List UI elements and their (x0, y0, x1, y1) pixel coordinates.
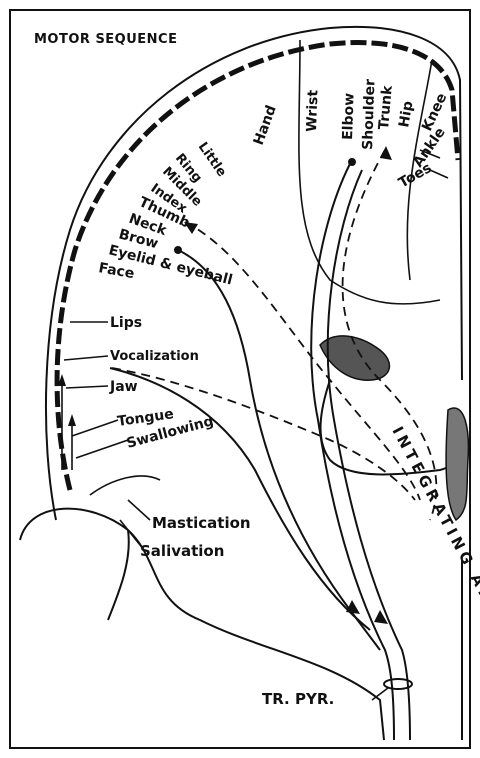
label-mastication: Mastication (152, 514, 251, 532)
label-elbow: Elbow (340, 93, 358, 141)
sylvian-edge (108, 530, 129, 620)
leader-vocalization (64, 356, 108, 360)
label-hip: Hip (396, 100, 416, 129)
ventricle-lower (446, 408, 468, 520)
tract-origin-dot-face (174, 246, 182, 254)
leader-mastication (128, 500, 150, 520)
label-vocalization: Vocalization (110, 349, 199, 364)
pyramidal-tract-b (328, 170, 410, 740)
leader-tongue (72, 420, 118, 436)
insula-line (90, 476, 160, 495)
tract-from-face (178, 250, 380, 650)
label-lips: Lips (110, 315, 142, 331)
label-salivation: Salivation (140, 542, 224, 560)
leader-jaw (66, 386, 108, 388)
label-jaw: Jaw (109, 379, 138, 395)
pyramidal-tract-a (311, 160, 394, 740)
label-hand: Hand (251, 103, 280, 147)
leader-tr-pyr (372, 688, 388, 700)
label-tr-pyr: TR. PYR. (262, 690, 334, 708)
leader-salivation (120, 520, 140, 545)
dash-arrow-toes (380, 146, 392, 160)
tract-origin-dot (348, 158, 356, 166)
label-wrist: Wrist (304, 89, 321, 132)
label-trunk: Trunk (376, 84, 396, 130)
diagram-title: MOTOR SEQUENCE (34, 32, 177, 47)
label-shoulder: Shoulder (360, 79, 378, 150)
leader-swallowing (76, 440, 128, 458)
arrow-head-left-2 (68, 414, 76, 426)
